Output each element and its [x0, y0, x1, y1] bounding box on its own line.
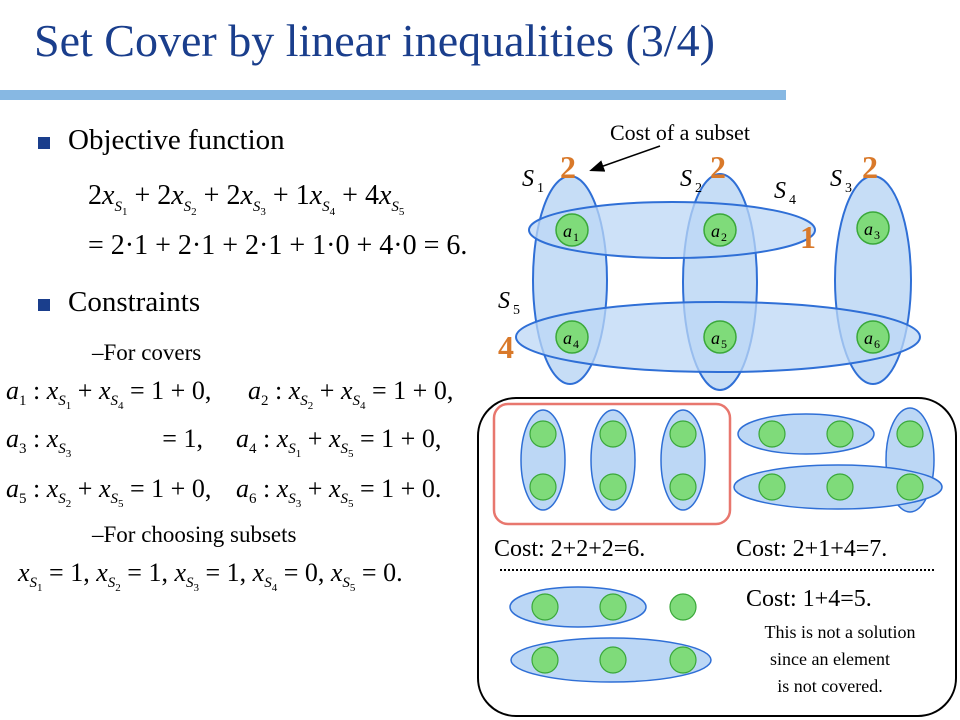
- svg-text:6: 6: [874, 337, 880, 351]
- svg-text:2: 2: [710, 149, 726, 185]
- element-a6: a 6: [856, 320, 890, 354]
- label-s4: S 4 1: [774, 178, 816, 255]
- svg-text:2: 2: [862, 149, 878, 185]
- page-title: Set Cover by linear inequalities (3/4): [34, 15, 715, 66]
- coef-4: 1: [295, 180, 310, 211]
- label-s1: S 1 2: [522, 149, 576, 196]
- coef-3: 2: [226, 180, 241, 211]
- svg-text:4: 4: [789, 193, 796, 208]
- label-s3: S 3 2: [830, 149, 878, 196]
- svg-text:a: a: [864, 328, 873, 348]
- constraint-a1: a1 : xS1 + xS4 = 1 + 0,: [6, 376, 212, 413]
- example3-cost: Cost: 1+4=5.: [746, 586, 872, 612]
- element-a2: a 2: [703, 213, 737, 247]
- bullet-square-icon: [38, 299, 50, 311]
- optimal-solution-highlight: [492, 402, 732, 526]
- element-a1: a 1: [555, 213, 589, 247]
- cost-arrow: [589, 145, 661, 172]
- element-a5: a 5: [703, 320, 737, 354]
- constraint-a3: a3 : xS3 = 1,: [6, 424, 203, 461]
- svg-text:2: 2: [695, 181, 702, 196]
- element-a3: a 3: [856, 211, 890, 245]
- svg-text:1: 1: [573, 230, 579, 244]
- title-underline-bar: [0, 90, 786, 100]
- svg-text:S: S: [680, 166, 692, 192]
- objective-heading: Objective function: [68, 124, 285, 156]
- for-choosing-label: –For choosing subsets: [92, 522, 297, 547]
- example2-covers: [733, 407, 943, 513]
- coef-2: 2: [157, 180, 172, 211]
- svg-text:a: a: [711, 221, 720, 241]
- set-s4-ellipse: [528, 201, 816, 259]
- svg-text:S: S: [774, 178, 786, 204]
- objective-equation-line2: = 2·1 + 2·1 + 2·1 + 1·0 + 4·0 = 6.: [88, 230, 468, 261]
- svg-text:S: S: [830, 166, 842, 192]
- for-covers-label: –For covers: [92, 340, 202, 365]
- constraint-a2: a2 : xS2 + xS4 = 1 + 0,: [248, 376, 454, 413]
- constraint-a5: a5 : xS2 + xS5 = 1 + 0,: [6, 474, 212, 511]
- coef-5: 4: [364, 180, 379, 211]
- svg-text:4: 4: [573, 337, 579, 351]
- svg-text:a: a: [711, 328, 720, 348]
- svg-text:a: a: [563, 221, 572, 241]
- example2-cost: Cost: 2+1+4=7.: [736, 536, 887, 562]
- svg-text:3: 3: [874, 228, 880, 242]
- svg-text:S: S: [498, 288, 510, 314]
- note-line3: is not covered.: [777, 676, 882, 696]
- svg-text:5: 5: [513, 303, 520, 318]
- constraint-a4: a4 : xS1 + xS5 = 1 + 0,: [236, 424, 442, 461]
- element-a4: a 4: [555, 320, 589, 354]
- example1-cost: Cost: 2+2+2=6.: [494, 536, 645, 562]
- example3-covers: [509, 586, 712, 683]
- constraint-a6: a6 : xS3 + xS5 = 1 + 0.: [236, 474, 442, 511]
- bullet-square-icon: [38, 137, 50, 149]
- example1-covers: [520, 409, 706, 511]
- svg-text:1: 1: [800, 219, 816, 255]
- svg-text:2: 2: [560, 149, 576, 185]
- svg-text:2: 2: [721, 230, 727, 244]
- svg-text:a: a: [563, 328, 572, 348]
- label-s5: S 5 4: [498, 288, 520, 365]
- cost-of-subset-label: Cost of a subset: [610, 120, 750, 145]
- svg-text:3: 3: [845, 181, 852, 196]
- label-s2: S 2 2: [680, 149, 726, 196]
- choice-equation: xS1 = 1, xS2 = 1, xS3 = 1, xS4 = 0, xS5 …: [18, 558, 403, 595]
- svg-text:S: S: [522, 166, 534, 192]
- coef-1: 2: [88, 180, 102, 211]
- note-line1: This is not a solution: [764, 622, 915, 642]
- svg-text:4: 4: [498, 329, 514, 365]
- svg-text:a: a: [864, 219, 873, 239]
- examples-panel: [477, 397, 957, 717]
- constraints-heading: Constraints: [68, 286, 201, 318]
- svg-text:1: 1: [537, 181, 544, 196]
- note-line2: since an element: [770, 649, 890, 669]
- svg-text:5: 5: [721, 337, 727, 351]
- objective-equation-line1: 2xS1 + 2xS2 + 2xS3 + 1xS4 + 4xS5: [88, 180, 405, 218]
